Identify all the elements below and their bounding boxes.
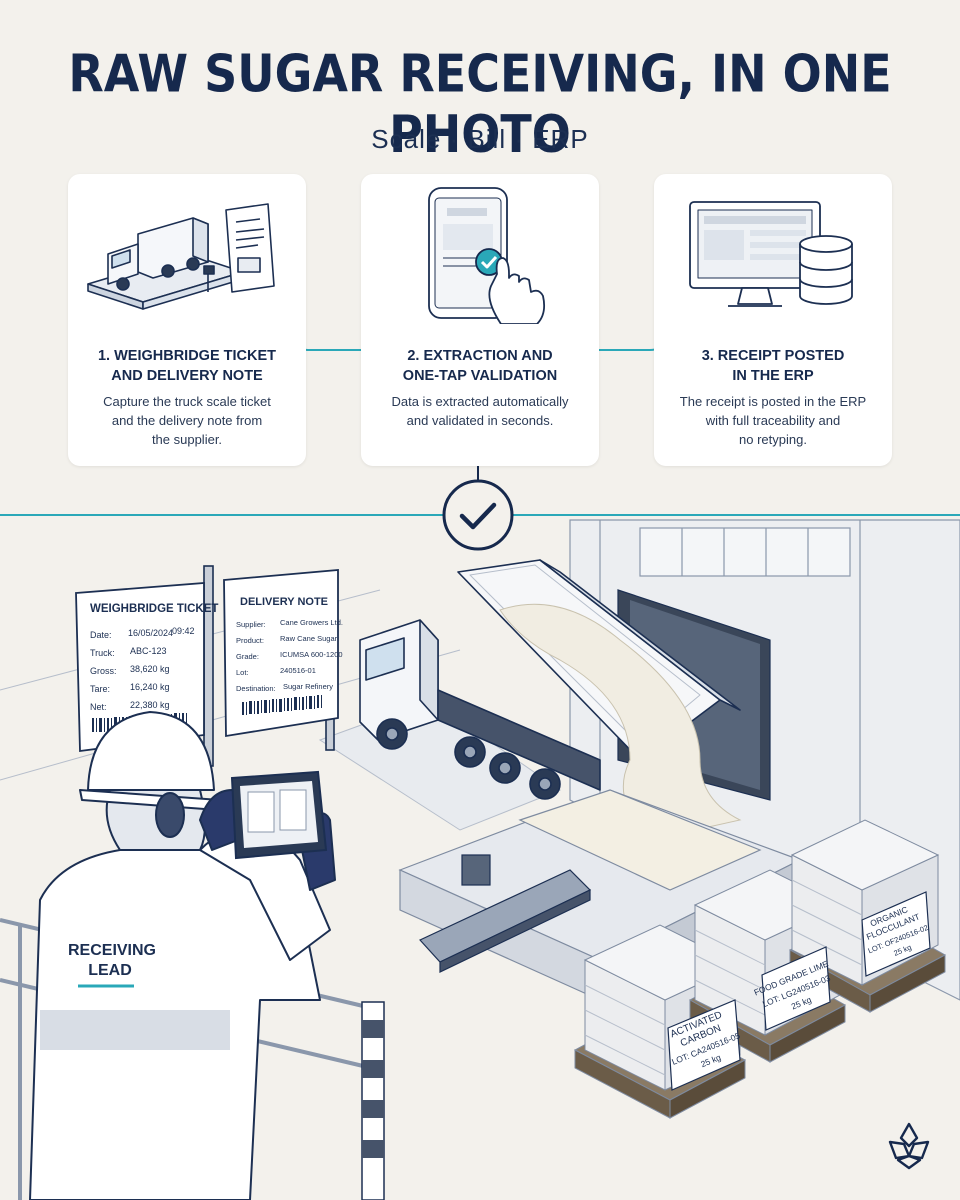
ticket-net: 22,380 kg	[130, 700, 170, 710]
note-title: DELIVERY NOTE	[240, 596, 328, 608]
step-1-heading-line2: AND DELIVERY NOTE	[111, 368, 263, 384]
step-2-heading-line2: ONE-TAP VALIDATION	[402, 368, 558, 384]
step-3-text-line1: The receipt is posted in the ERP	[679, 394, 867, 409]
monitor-database-icon	[689, 201, 853, 307]
ticket-tare: 16,240 kg	[130, 682, 170, 692]
ticket-truck: ABC-123	[130, 646, 167, 656]
pallet-label-activated-carbon: ACTIVATED CARBON LOT: CA240516-05 25 kg	[667, 999, 742, 1091]
delivery-note-sign: DELIVERY NOTE Supplier: Cane Growers Ltd…	[223, 569, 343, 738]
note-grade: ICUMSA 600-1200	[280, 650, 343, 659]
jacket-label-line1: RECEIVING	[68, 942, 156, 959]
note-barcode	[242, 695, 322, 715]
ticket-truck-label: Truck:	[90, 648, 115, 658]
step-card-1: 1. WEIGHBRIDGE TICKET AND DELIVERY NOTE …	[68, 174, 306, 466]
step-3-heading: 3. RECEIPT POSTED IN THE ERP	[664, 346, 882, 386]
ticket-date: 16/05/2024	[128, 628, 173, 638]
bag-rows	[584, 879, 863, 1076]
railing-post	[361, 1001, 385, 1200]
step-1-text-line3: the supplier.	[151, 432, 223, 447]
conveyor-belt	[419, 854, 592, 973]
receiving-lead-worker	[29, 711, 336, 1200]
ticket-time: 09:42	[172, 626, 195, 636]
step-1-text-line1: Capture the truck scale ticket	[103, 394, 271, 409]
note-product: Raw Cane Sugar	[280, 634, 338, 643]
step-3-text: The receipt is posted in the ERP with fu…	[666, 392, 880, 449]
note-supplier-label: Supplier:	[236, 620, 266, 629]
note-supplier: Cane Growers Ltd.	[280, 618, 343, 627]
ticket-date-label: Date:	[90, 630, 112, 640]
ticket-net-label: Net:	[90, 702, 107, 712]
pallet-label-food-grade-lime: FOOD GRADE LIME LOT: LG240516-03 25 kg	[752, 946, 832, 1031]
step-1-text-line2: and the delivery note from	[111, 413, 263, 428]
step-2-text: Data is extracted automatically and vali…	[373, 392, 587, 430]
note-lot: 240516-01	[280, 666, 316, 675]
step-2-heading: 2. EXTRACTION AND ONE-TAP VALIDATION	[371, 346, 589, 386]
step-3-text-line2: with full traceability and	[705, 413, 841, 428]
step-2-heading-line1: 2. EXTRACTION AND	[407, 348, 553, 364]
step-3-heading-line2: IN THE ERP	[732, 368, 814, 384]
flower-logo-icon	[888, 1122, 930, 1170]
page-title: RAW SUGAR RECEIVING, IN ONE PHOTO	[68, 43, 892, 165]
step-1-heading: 1. WEIGHBRIDGE TICKET AND DELIVERY NOTE	[78, 346, 296, 386]
page-subtitle: Scale · Bill · ERP	[371, 124, 589, 154]
step-1-heading-line1: 1. WEIGHBRIDGE TICKET	[97, 348, 277, 364]
sugar-stream	[499, 603, 742, 841]
tablet-device	[230, 770, 328, 860]
note-grade-label: Grade:	[236, 652, 259, 661]
note-product-label: Product:	[236, 636, 264, 645]
step-card-2: 2. EXTRACTION AND ONE-TAP VALIDATION Dat…	[361, 174, 599, 466]
jacket-label-line2: LEAD	[88, 962, 132, 979]
step-3-heading-line1: 3. RECEIPT POSTED	[701, 348, 845, 364]
note-destination: Sugar Refinery	[283, 682, 333, 691]
note-lot-label: Lot:	[236, 668, 249, 677]
step-2-text-line1: Data is extracted automatically	[391, 394, 569, 409]
step-2-text-line2: and validated in seconds.	[406, 413, 554, 428]
phone-tap-check-icon	[428, 187, 546, 324]
check-circle-icon	[442, 479, 514, 551]
ticket-gross: 38,620 kg	[130, 664, 170, 674]
ticket-gross-label: Gross:	[90, 666, 117, 676]
ticket-title: WEIGHBRIDGE TICKET	[90, 603, 218, 615]
ticket-tare-label: Tare:	[90, 684, 110, 694]
step-1-text: Capture the truck scale ticket and the d…	[80, 392, 294, 449]
truck-scale-document-icon	[87, 203, 275, 310]
step-card-3: 3. RECEIPT POSTED IN THE ERP The receipt…	[654, 174, 892, 466]
note-destination-label: Destination:	[236, 684, 276, 693]
step-3-text-line3: no retyping.	[739, 432, 807, 447]
